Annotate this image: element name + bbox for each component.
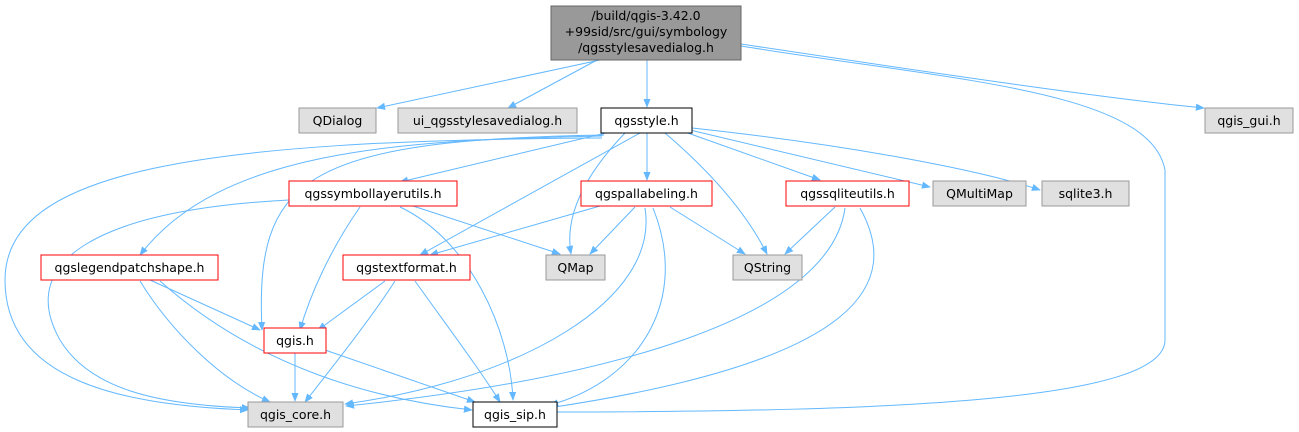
edge-symbollayerutils-qgis-core	[47, 199, 290, 412]
edge-qgsstyle-qmap	[566, 132, 626, 255]
edge-qgsstyle-qstring	[664, 132, 768, 255]
node-label: qgstextformat.h	[356, 260, 457, 275]
edge-qgis-qgis-sip	[324, 349, 476, 403]
node-sqlite3[interactable]: sqlite3.h	[1041, 180, 1130, 207]
node-label: qgis_sip.h	[484, 407, 546, 422]
edge-symbollayerutils-qgis	[298, 206, 361, 331]
node-qgslegendpatchshape[interactable]: qgslegendpatchshape.h	[40, 254, 219, 281]
edge-textformat-qgis	[317, 280, 386, 331]
edge-root-qdialog	[376, 59, 601, 110]
edge-qgsstyle-symbollayerutils	[399, 131, 611, 184]
node-label: QMultiMap	[946, 186, 1013, 201]
node-qgsstyle[interactable]: qgsstyle.h	[600, 107, 693, 134]
node-label: QMap	[557, 260, 593, 275]
node-qgis[interactable]: qgis.h	[263, 327, 327, 354]
edge-root-qgis-gui	[740, 43, 1205, 111]
edge-sqliteutils-qgis-core	[345, 207, 846, 409]
edge-legendpatchshape-qgis	[149, 279, 261, 331]
edge-symbollayerutils-qgis-sip	[399, 206, 517, 401]
node-label: qgssymbollayerutils.h	[304, 186, 441, 201]
edge-sqliteutils-qstring	[784, 206, 836, 255]
edge-root-ui-dialog	[507, 59, 598, 109]
node-root-file: /build/qgis-3.42.0 +99sid/src/gui/symbol…	[550, 5, 742, 61]
edge-legendpatchshape-qgis-sip	[159, 280, 473, 413]
node-qgspallabeling[interactable]: qgspallabeling.h	[580, 180, 713, 207]
root-path-line-2: +99sid/src/gui/symbology	[565, 24, 728, 39]
edge-pallabeling-qstring	[669, 206, 746, 255]
node-label: sqlite3.h	[1059, 186, 1113, 201]
node-label: qgssqliteutils.h	[800, 186, 895, 201]
root-path-line-1: /build/qgis-3.42.0	[591, 8, 700, 23]
root-path-line-3: /qgsstylesavedialog.h	[578, 40, 714, 55]
dependency-edges	[4, 43, 1205, 416]
edge-textformat-qgis-sip	[414, 280, 501, 403]
edge-textformat-qgis-core	[304, 280, 396, 403]
edge-symbollayerutils-qmap	[409, 204, 561, 255]
edge-qgsstyle-qmultimap	[689, 129, 931, 189]
edge-pallabeling-qmap	[589, 206, 636, 255]
node-label: QString	[744, 260, 791, 275]
node-qgssymbollayerutils[interactable]: qgssymbollayerutils.h	[288, 180, 458, 207]
edge-pallabeling-qgis-sip	[549, 207, 666, 407]
node-qstring[interactable]: QString	[732, 254, 803, 281]
node-qgis-sip[interactable]: qgis_sip.h	[472, 401, 558, 428]
edge-qgsstyle-qgis-core	[4, 137, 603, 414]
edge-pallabeling-textformat	[429, 205, 601, 257]
node-label: ui_qgsstylesavedialog.h	[413, 113, 562, 128]
node-label: qgis.h	[276, 333, 314, 348]
edge-qgsstyle-qgis	[258, 134, 605, 331]
node-qgstextformat[interactable]: qgstextformat.h	[342, 254, 471, 281]
node-label: QDialog	[313, 113, 363, 128]
node-label: qgspallabeling.h	[595, 186, 698, 201]
edge-qgsstyle-sqliteutils	[684, 131, 821, 181]
edge-pallabeling-qgis-core	[344, 207, 647, 407]
edge-legendpatchshape-qgis-core	[139, 280, 271, 403]
node-label: qgis_core.h	[260, 407, 331, 422]
node-qmap[interactable]: QMap	[545, 254, 606, 281]
node-ui-qgsstylesavedialog[interactable]: ui_qgsstylesavedialog.h	[397, 107, 578, 134]
node-label: qgslegendpatchshape.h	[55, 260, 205, 275]
edge-root-qgis-sip	[547, 45, 1166, 416]
node-qgis-core[interactable]: qgis_core.h	[247, 401, 344, 428]
node-label: qgis_gui.h	[1217, 113, 1280, 128]
node-qgis-gui[interactable]: qgis_gui.h	[1204, 107, 1294, 134]
node-qdialog[interactable]: QDialog	[298, 107, 377, 134]
node-qgssqliteutils[interactable]: qgssqliteutils.h	[785, 180, 910, 207]
edge-qgsstyle-legendpatchshape	[139, 135, 603, 256]
node-label: qgsstyle.h	[614, 113, 678, 128]
edge-qgsstyle-textformat	[419, 132, 641, 256]
node-qmultimap[interactable]: QMultiMap	[932, 180, 1027, 207]
edge-sqliteutils-qgis-sip	[547, 207, 875, 411]
